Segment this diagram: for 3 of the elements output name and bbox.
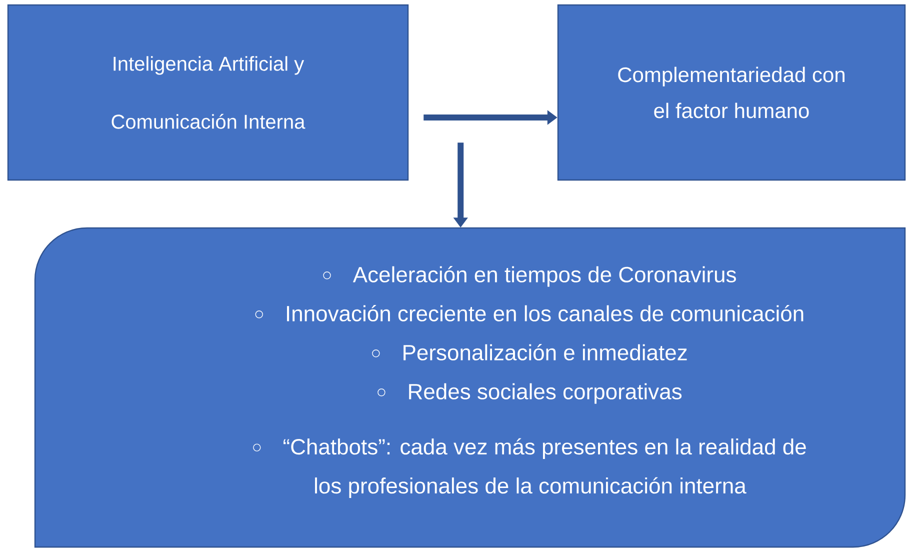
rounded-box: Aceleración en tiempos de Coronavirus Innovación creciente en los canales de comunicación Personalización e inmediatez Redes sociales corporativas “Chatbots”: cada vez más presentes en la realidad de los profesionales de la comunicación interna — [34, 227, 906, 548]
text-box: Complementariedad con el factor humano — [557, 4, 906, 181]
text-box: Inteligencia Artificial y Comunicación Interna — [7, 4, 409, 181]
